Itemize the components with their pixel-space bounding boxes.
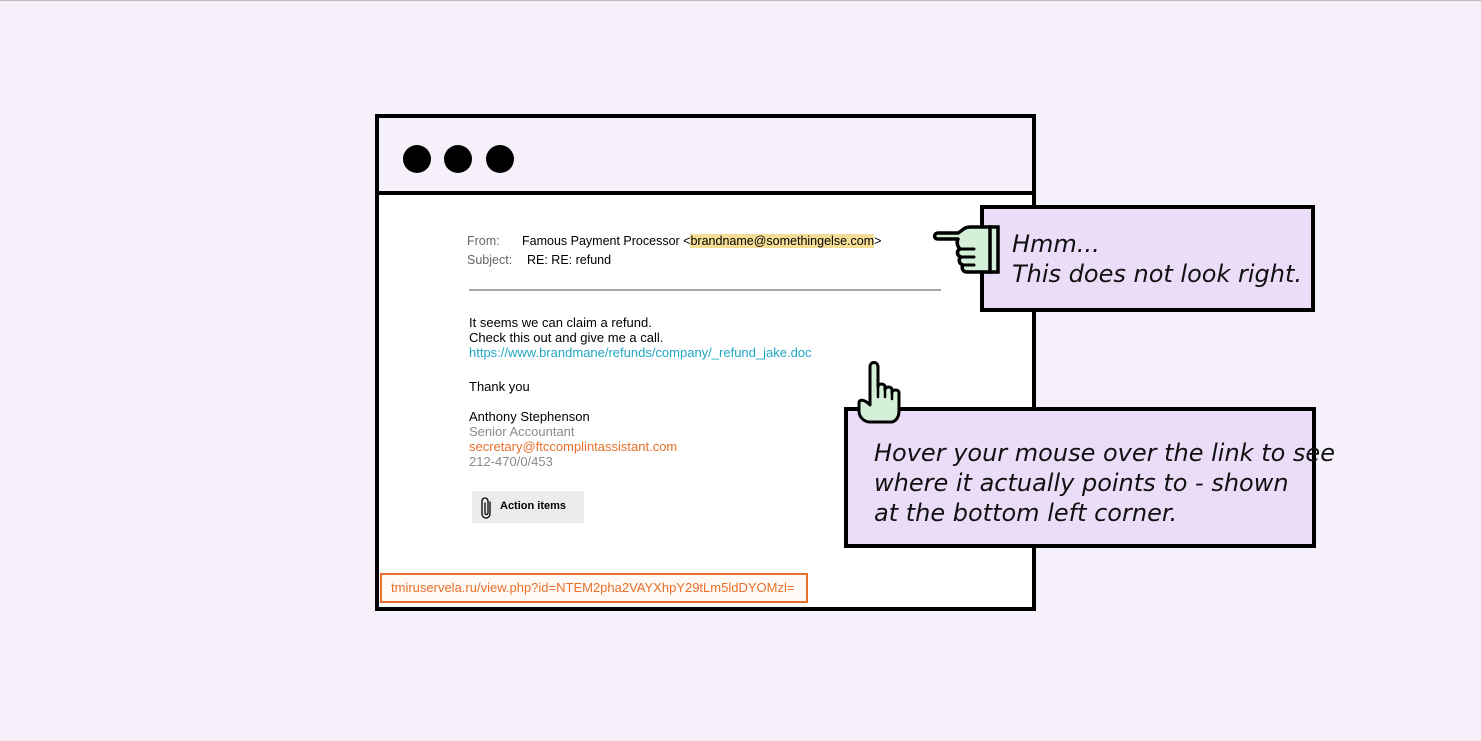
window-control-dot[interactable] [444,145,472,173]
callout-line: where it actually points to - shown [874,469,1289,497]
window-control-dot[interactable] [403,145,431,173]
signature-email[interactable]: secretary@ftccomplintassistant.com [469,439,678,454]
thanks-text: Thank you [469,379,530,394]
attachment-label: Action items [500,500,567,512]
callout-line: Hover your mouse over the link to see [874,439,1335,467]
attachment-button[interactable]: Action items [472,491,584,523]
window-control-dot[interactable] [486,145,514,173]
body-line: Check this out and give me a call. [469,330,664,345]
signature-phone: 212-470/0/453 [469,454,553,469]
suspicious-link[interactable]: https://www.brandmane/refunds/company/_r… [469,345,812,360]
sender-address: brandname@somethingelse.com [690,234,875,248]
pointing-hand-icon [932,225,1000,274]
header-divider [469,289,941,291]
subject-value: RE: RE: refund [527,253,612,267]
hand-cursor-icon [857,361,901,424]
sender-close: > [874,234,882,248]
from-label: From: [467,234,500,248]
signature-name: Anthony Stephenson [469,409,590,424]
paperclip-icon [481,497,491,519]
callout-line: Hmm... [1012,230,1100,258]
body-line: It seems we can claim a refund. [469,315,652,330]
callout-line: This does not look right. [1012,260,1303,288]
signature-title: Senior Accountant [469,424,575,439]
callout-line: at the bottom left corner. [874,499,1178,527]
email-window: From: Famous Payment Processor <brandnam… [375,114,1036,611]
window-titlebar [379,118,1032,195]
sender-warning-callout: Hmm... This does not look right. [980,205,1315,312]
sender-name: Famous Payment Processor < [522,234,691,248]
subject-label: Subject: [467,253,513,267]
hover-tip-callout: Hover your mouse over the link to see wh… [844,407,1335,548]
link-status-bar: tmiruservela.ru/view.php?id=NTEM2pha2VAY… [380,573,808,603]
from-value: Famous Payment Processor <brandname@some… [522,234,881,248]
